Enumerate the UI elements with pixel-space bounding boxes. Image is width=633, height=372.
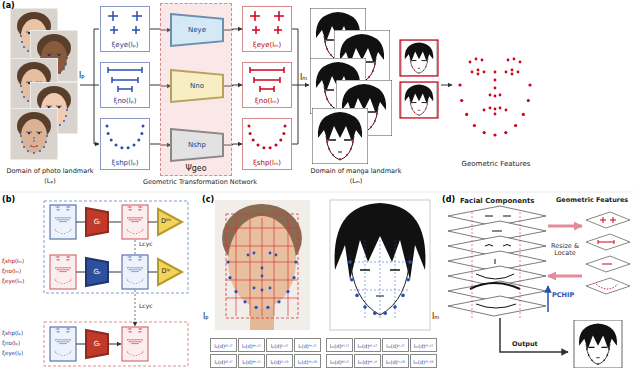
table-cell: lₘ(d)ᵉˡ·ᶜˡ: [326, 354, 353, 368]
section-heading: Facial Components: [460, 197, 535, 205]
panel-letter: (b): [2, 195, 15, 204]
table-cell: lₚ(d)ᵐ·ᶜᵇ: [294, 354, 321, 368]
table-cell: lₘ(d)ⁿ·ᶜᵇ: [382, 354, 409, 368]
variable-label: lₘ: [299, 73, 308, 82]
feature-box: ξshp(lₘ): [242, 118, 292, 170]
table-cell: lₘ(d)ᵉʳ·ᶜᵗ: [354, 338, 381, 352]
table-cell: lₘ(d)ᵉʳ·ᶜʳ: [354, 354, 381, 368]
table-cell: lₚ(d)ᵐ·ᶜᵗ: [294, 338, 321, 352]
caption-text: (Lₚ): [2, 178, 98, 185]
node-text: Gᵣ: [93, 268, 100, 276]
table-cell: lₚ(d)ᵉˡ·ᶜˡ: [210, 354, 237, 368]
node-text: Gₗ: [94, 218, 101, 226]
generator: Gᵣ: [86, 258, 108, 286]
table-cell: lₚ(d)ⁿ·ᶜᵇ: [266, 354, 293, 368]
variable-label: lₚ: [79, 71, 85, 80]
variable-label: lₚ: [203, 312, 209, 321]
network-block: Nno: [171, 70, 223, 102]
node-text: Nshp: [188, 141, 206, 149]
generator: Gₗ: [86, 208, 108, 236]
panel-letter: (c): [202, 195, 214, 204]
feature-box: ξno(lₘ): [242, 62, 292, 108]
node-text: Dˡᵐ: [161, 218, 171, 225]
table-cell: lₚ(d)ᵉʳ·ᶜʳ: [238, 354, 265, 368]
feature-label: ξshp(lₘ): [2, 258, 24, 264]
node-text: ξno(lₘ): [255, 97, 279, 105]
step-label: Resize & Locate: [547, 243, 583, 258]
table-cell: lₚ(d)ᵉˡ·ᶜᵗ: [210, 338, 237, 352]
table-cell: lₚ(d)ⁿ·ᶜᵗ: [266, 338, 293, 352]
node-text: Dˡᵖ: [162, 268, 171, 275]
table-cell: lₘ(d)ⁿ·ᶜᵗ: [382, 338, 409, 352]
feature-label: ξeye(lₘ): [2, 278, 24, 284]
panel-letter: (a): [2, 1, 15, 10]
step-label: Output: [512, 341, 538, 348]
network-block: Neye: [171, 14, 223, 46]
table-cell: lₘ(d)ᵐ·ᶜᵗ: [410, 338, 437, 352]
network-block: Nshp: [171, 129, 223, 161]
feature-box: ξno(lₚ): [100, 62, 150, 108]
node-text: ξno(lₚ): [113, 97, 136, 105]
section-heading: Geometric Features: [556, 197, 628, 204]
loss-label: Lcyc: [139, 303, 153, 310]
network-region: Ψgeo NeyeNnoNshp: [160, 3, 232, 176]
caption-text: (Lₘ): [308, 178, 404, 185]
node-text: ξshp(lₚ): [112, 159, 139, 167]
variable-label: lₘ: [432, 312, 439, 321]
discriminator: Dˡᵐ: [158, 209, 182, 235]
node-text: Ψgeo: [185, 164, 206, 173]
node-text: Gₗ: [94, 340, 101, 348]
feature-label: ξshp(lₚ): [2, 330, 23, 336]
caption-text: Domain of manga landmark: [308, 168, 404, 175]
feature-label: ξeye(lₚ): [2, 350, 23, 356]
node-text: Nno: [190, 82, 204, 90]
table-cell: lₚ(d)ᵉʳ·ᶜᵗ: [238, 338, 265, 352]
node-text: Neye: [188, 26, 206, 34]
feature-label: ξno(lₘ): [2, 268, 21, 274]
node-text: ξshp(lₘ): [253, 159, 281, 167]
feature-box: ξeye(lₘ): [242, 6, 292, 52]
table-cell: lₘ(d)ᵉˡ·ᶜᵗ: [326, 338, 353, 352]
discriminator: Dˡᵖ: [158, 259, 182, 285]
caption-text: Domain of photo landmark: [2, 168, 98, 175]
generator: Gₗ: [86, 330, 108, 358]
node-text: ξeye(lₚ): [111, 41, 138, 49]
table-cell: lₘ(d)ᵐ·ᶜᵇ: [410, 354, 437, 368]
caption-text: Geometric Features: [448, 160, 544, 168]
feature-box: ξeye(lₚ): [100, 6, 150, 52]
feature-label: ξno(lₚ): [2, 340, 20, 346]
feature-box: ξshp(lₚ): [100, 118, 150, 170]
loss-label: Lcyc: [139, 241, 153, 248]
node-text: ξeye(lₘ): [253, 41, 281, 49]
panel-letter: (d): [442, 195, 455, 204]
step-label: PCHIP: [552, 292, 574, 299]
caption-text: Geometric Transformation Network: [105, 179, 295, 186]
